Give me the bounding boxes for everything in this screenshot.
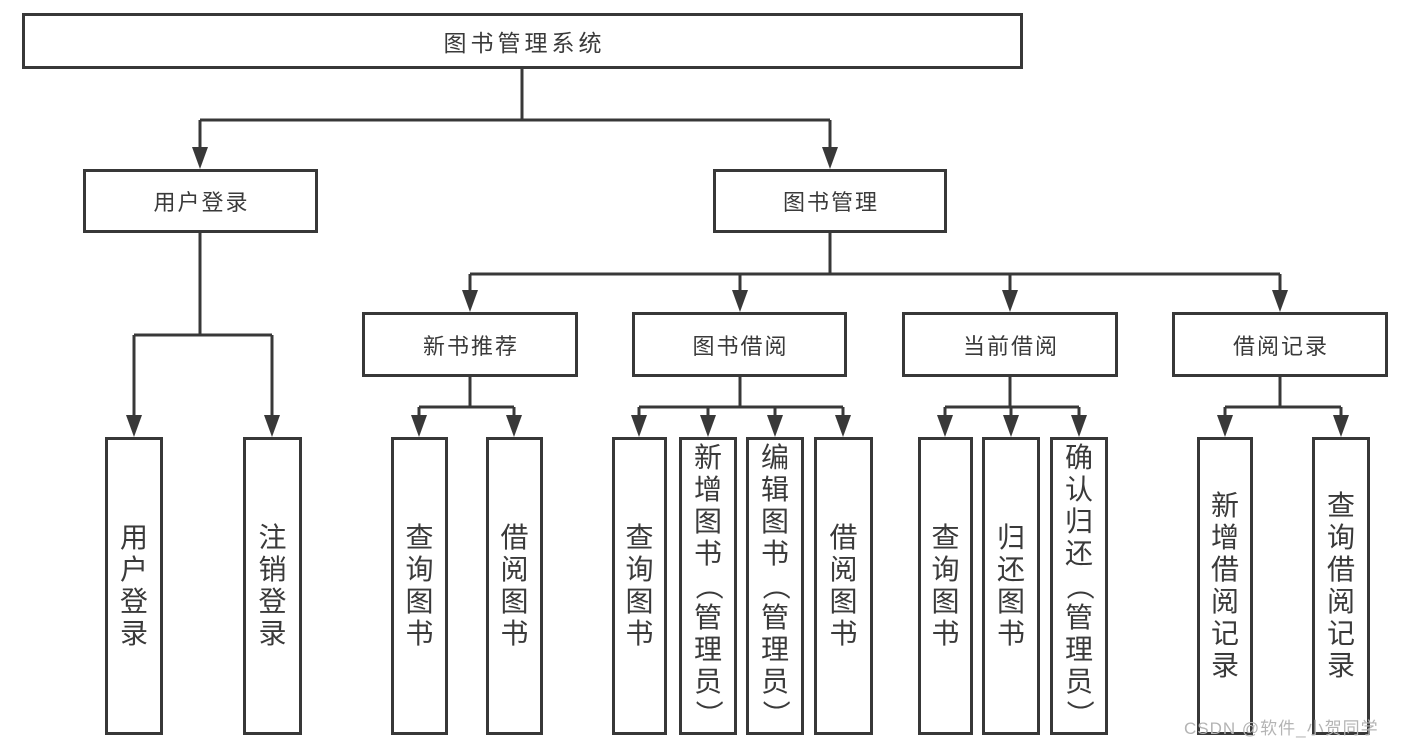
node-book-management: 图书管理 bbox=[713, 169, 947, 233]
leaf-confirm-return-admin: 确认归还（管理员） bbox=[1050, 437, 1108, 735]
leaf-label: 用户登录 bbox=[119, 522, 148, 649]
leaf-add-borrow-record: 新增借阅记录 bbox=[1197, 437, 1253, 735]
leaf-label: 查询图书 bbox=[405, 522, 434, 649]
leaf-label: 查询借阅记录 bbox=[1326, 490, 1355, 681]
node-label: 用户登录 bbox=[153, 190, 250, 215]
node-label: 图书管理 bbox=[782, 190, 879, 215]
csdn-watermark: CSDN @软件_小贺同学 bbox=[1184, 719, 1379, 738]
leaf-label: 查询图书 bbox=[931, 522, 960, 649]
leaf-label: 借阅图书 bbox=[500, 522, 529, 649]
leaf-logout: 注销登录 bbox=[243, 437, 302, 735]
leaf-edit-books-admin: 编辑图书（管理员） bbox=[746, 437, 804, 735]
leaf-label: 归还图书 bbox=[996, 522, 1025, 649]
leaf-label: 新增借阅记录 bbox=[1210, 490, 1239, 681]
leaf-label: 借阅图书 bbox=[829, 522, 858, 649]
node-label: 借阅记录 bbox=[1232, 333, 1329, 359]
leaf-label: 查询图书 bbox=[625, 522, 654, 649]
node-book-borrow: 图书借阅 bbox=[632, 312, 847, 377]
leaf-borrow-books-recommend: 借阅图书 bbox=[486, 437, 543, 735]
node-user-login: 用户登录 bbox=[83, 169, 318, 233]
leaf-query-books-current: 查询图书 bbox=[918, 437, 973, 735]
leaf-label: 注销登录 bbox=[258, 522, 287, 649]
leaf-query-books-recommend: 查询图书 bbox=[391, 437, 448, 735]
node-label: 图书管理系统 bbox=[443, 30, 606, 56]
node-label: 图书借阅 bbox=[692, 333, 789, 359]
leaf-label: 编辑图书（管理员） bbox=[759, 442, 791, 729]
leaf-label: 确认归还（管理员） bbox=[1063, 442, 1095, 729]
leaf-query-borrow-record: 查询借阅记录 bbox=[1312, 437, 1370, 735]
leaf-user-login: 用户登录 bbox=[105, 437, 163, 735]
node-library-management-system: 图书管理系统 bbox=[22, 13, 1023, 69]
leaf-query-books-borrow: 查询图书 bbox=[612, 437, 667, 735]
leaf-borrow-books: 借阅图书 bbox=[814, 437, 873, 735]
leaf-label: 新增图书（管理员） bbox=[692, 442, 724, 729]
leaf-return-books: 归还图书 bbox=[982, 437, 1040, 735]
node-new-book-recommend: 新书推荐 bbox=[362, 312, 578, 377]
node-current-borrow: 当前借阅 bbox=[902, 312, 1118, 377]
node-borrow-records: 借阅记录 bbox=[1172, 312, 1388, 377]
node-label: 当前借阅 bbox=[962, 333, 1059, 359]
leaf-add-books-admin: 新增图书（管理员） bbox=[679, 437, 737, 735]
node-label: 新书推荐 bbox=[422, 333, 519, 359]
